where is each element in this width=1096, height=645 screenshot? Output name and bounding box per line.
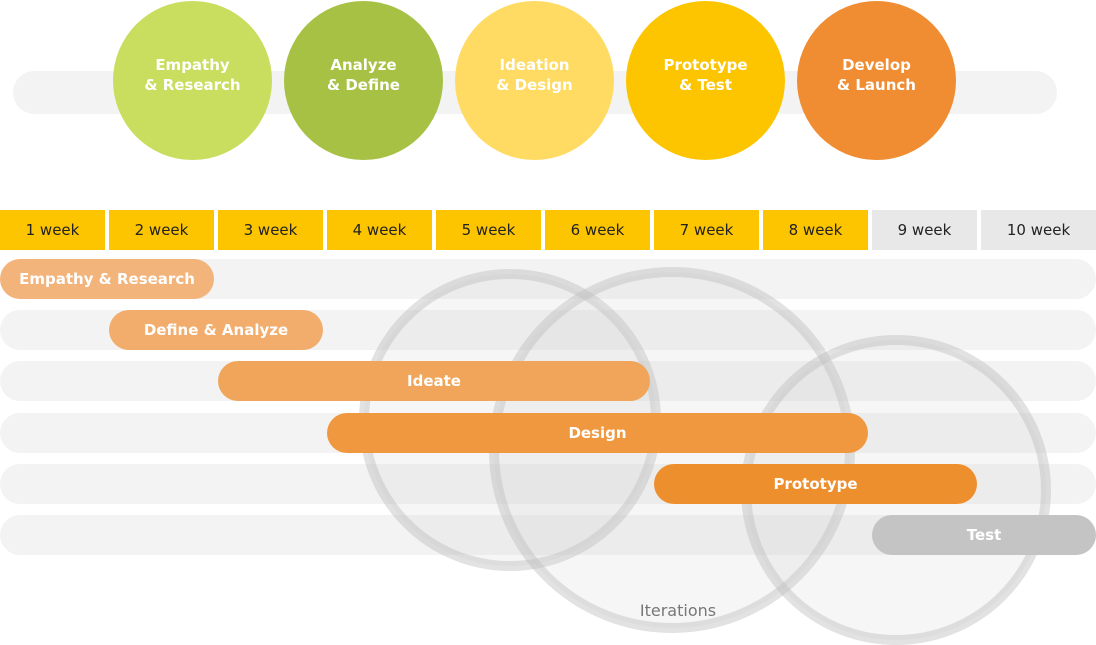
week-cell: 2 week	[109, 210, 214, 250]
week-cell: 6 week	[545, 210, 650, 250]
iterations-label: Iterations	[639, 601, 717, 620]
week-cell: 8 week	[763, 210, 868, 250]
week-cell: 3 week	[218, 210, 323, 250]
week-cell: 10 week	[981, 210, 1096, 250]
task-bar: Prototype	[654, 464, 977, 504]
phase-label: Empathy & Research	[144, 55, 241, 94]
week-cell: 1 week	[0, 210, 105, 250]
task-bar: Ideate	[218, 361, 650, 401]
phase-circle: Prototype & Test	[626, 1, 785, 160]
week-cell: 4 week	[327, 210, 432, 250]
task-bar: Empathy & Research	[0, 259, 214, 299]
task-bar: Define & Analyze	[109, 310, 323, 350]
phase-label: Develop & Launch	[837, 55, 916, 94]
phase-label: Ideation & Design	[496, 55, 573, 94]
phase-circle: Develop & Launch	[797, 1, 956, 160]
phase-circle: Empathy & Research	[113, 1, 272, 160]
phase-label: Prototype & Test	[663, 55, 748, 94]
phase-circle: Ideation & Design	[455, 1, 614, 160]
week-cell: 7 week	[654, 210, 759, 250]
phase-label: Analyze & Define	[327, 55, 400, 94]
week-cell: 5 week	[436, 210, 541, 250]
phase-circle: Analyze & Define	[284, 1, 443, 160]
task-bar: Test	[872, 515, 1096, 555]
task-bar: Design	[327, 413, 868, 453]
week-cell: 9 week	[872, 210, 977, 250]
